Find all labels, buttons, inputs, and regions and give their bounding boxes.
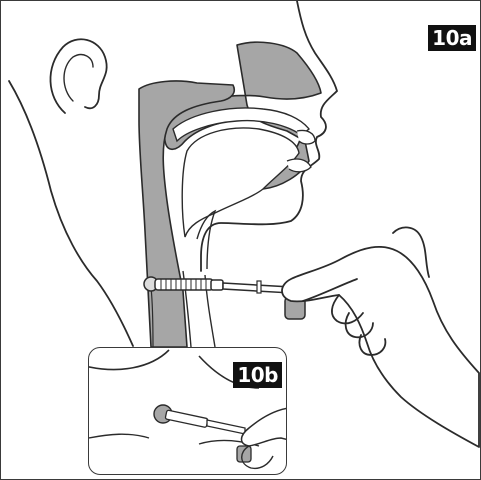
- inset-device-shaft: [165, 410, 208, 428]
- inset-device-plunger: [237, 446, 251, 462]
- neck-back: [9, 81, 133, 346]
- inset-hand: [242, 408, 287, 446]
- inset-shoulder-left: [89, 434, 149, 438]
- upper-teeth: [297, 130, 315, 144]
- inset-device-tube: [207, 420, 245, 434]
- figure-label-10b: 10b: [233, 362, 282, 388]
- inset-panel: 10b: [88, 347, 287, 475]
- hand: [282, 227, 479, 447]
- device-threaded-shaft: [155, 279, 213, 290]
- ear: [50, 39, 106, 113]
- device-marker: [257, 281, 261, 293]
- ear-inner: [64, 55, 93, 101]
- device-collar: [211, 280, 223, 290]
- figure-label-10a: 10a: [428, 25, 476, 51]
- inset-neck-curve: [89, 350, 169, 369]
